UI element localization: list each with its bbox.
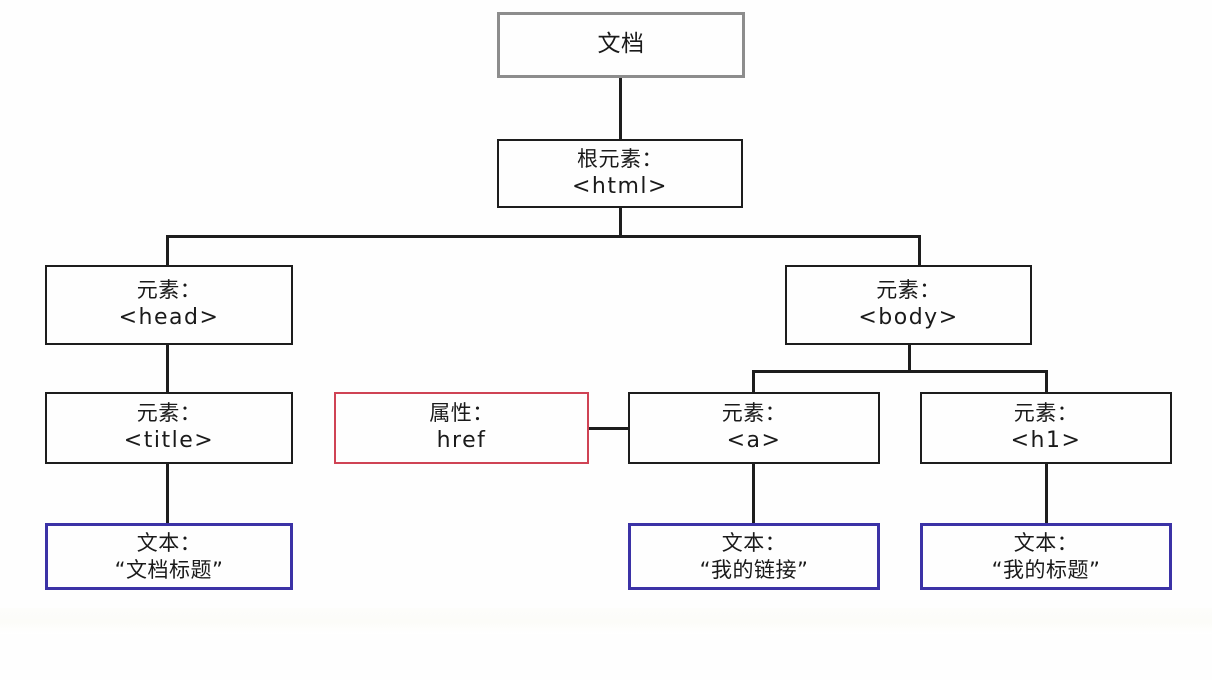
- node-document-label: 文档: [597, 31, 645, 58]
- node-text-title[interactable]: 文本： “文档标题”: [45, 523, 293, 590]
- edge-body-bus: [752, 370, 1048, 373]
- node-text-h1-kind: 文本：: [1013, 530, 1079, 555]
- node-text-h1-value: “我的标题”: [991, 557, 1101, 582]
- node-element-h1-kind: 元素：: [1013, 401, 1079, 426]
- node-element-body-kind: 元素：: [876, 278, 941, 303]
- node-text-title-value: “文档标题”: [114, 557, 224, 582]
- edge-h1-text: [1045, 464, 1048, 524]
- node-attribute-href[interactable]: 属性： href: [334, 392, 589, 464]
- edge-a-text: [752, 464, 755, 524]
- node-element-title-kind: 元素：: [136, 401, 202, 426]
- node-text-h1[interactable]: 文本： “我的标题”: [920, 523, 1172, 590]
- node-element-head-kind: 元素：: [136, 278, 202, 303]
- edge-html-bus: [166, 235, 921, 238]
- edge-body-a-drop: [752, 370, 755, 393]
- node-attribute-href-name: href: [436, 428, 487, 454]
- node-element-a-kind: 元素：: [721, 401, 787, 426]
- node-text-a-kind: 文本：: [721, 530, 787, 555]
- node-element-a-tag: <a>: [726, 428, 782, 454]
- edge-title-text: [166, 464, 169, 524]
- node-root-html[interactable]: 根元素： <html>: [497, 139, 743, 208]
- node-element-head[interactable]: 元素： <head>: [45, 265, 293, 345]
- node-element-h1-tag: <h1>: [1010, 428, 1082, 454]
- edge-head-title: [166, 345, 169, 393]
- node-root-html-kind: 根元素：: [577, 146, 663, 171]
- node-element-title-tag: <title>: [123, 428, 215, 454]
- edge-document-html: [619, 78, 622, 140]
- edge-body-stem: [908, 345, 911, 372]
- node-element-h1[interactable]: 元素： <h1>: [920, 392, 1172, 464]
- node-element-head-tag: <head>: [118, 305, 220, 331]
- node-root-html-tag: <html>: [572, 173, 668, 199]
- node-text-a-value: “我的链接”: [699, 557, 809, 582]
- node-attribute-href-kind: 属性：: [429, 401, 494, 426]
- node-document[interactable]: 文档: [497, 12, 745, 78]
- node-element-body-tag: <body>: [858, 305, 959, 331]
- node-element-title[interactable]: 元素： <title>: [45, 392, 293, 464]
- node-text-a[interactable]: 文本： “我的链接”: [628, 523, 880, 590]
- edge-href-a: [588, 427, 630, 430]
- edge-html-stem: [619, 208, 622, 237]
- node-element-body[interactable]: 元素： <body>: [785, 265, 1032, 345]
- edge-body-h1-drop: [1045, 370, 1048, 393]
- node-text-title-kind: 文本：: [136, 530, 202, 555]
- node-element-a[interactable]: 元素： <a>: [628, 392, 880, 464]
- edge-html-body-drop: [918, 235, 921, 266]
- edge-html-head-drop: [166, 235, 169, 266]
